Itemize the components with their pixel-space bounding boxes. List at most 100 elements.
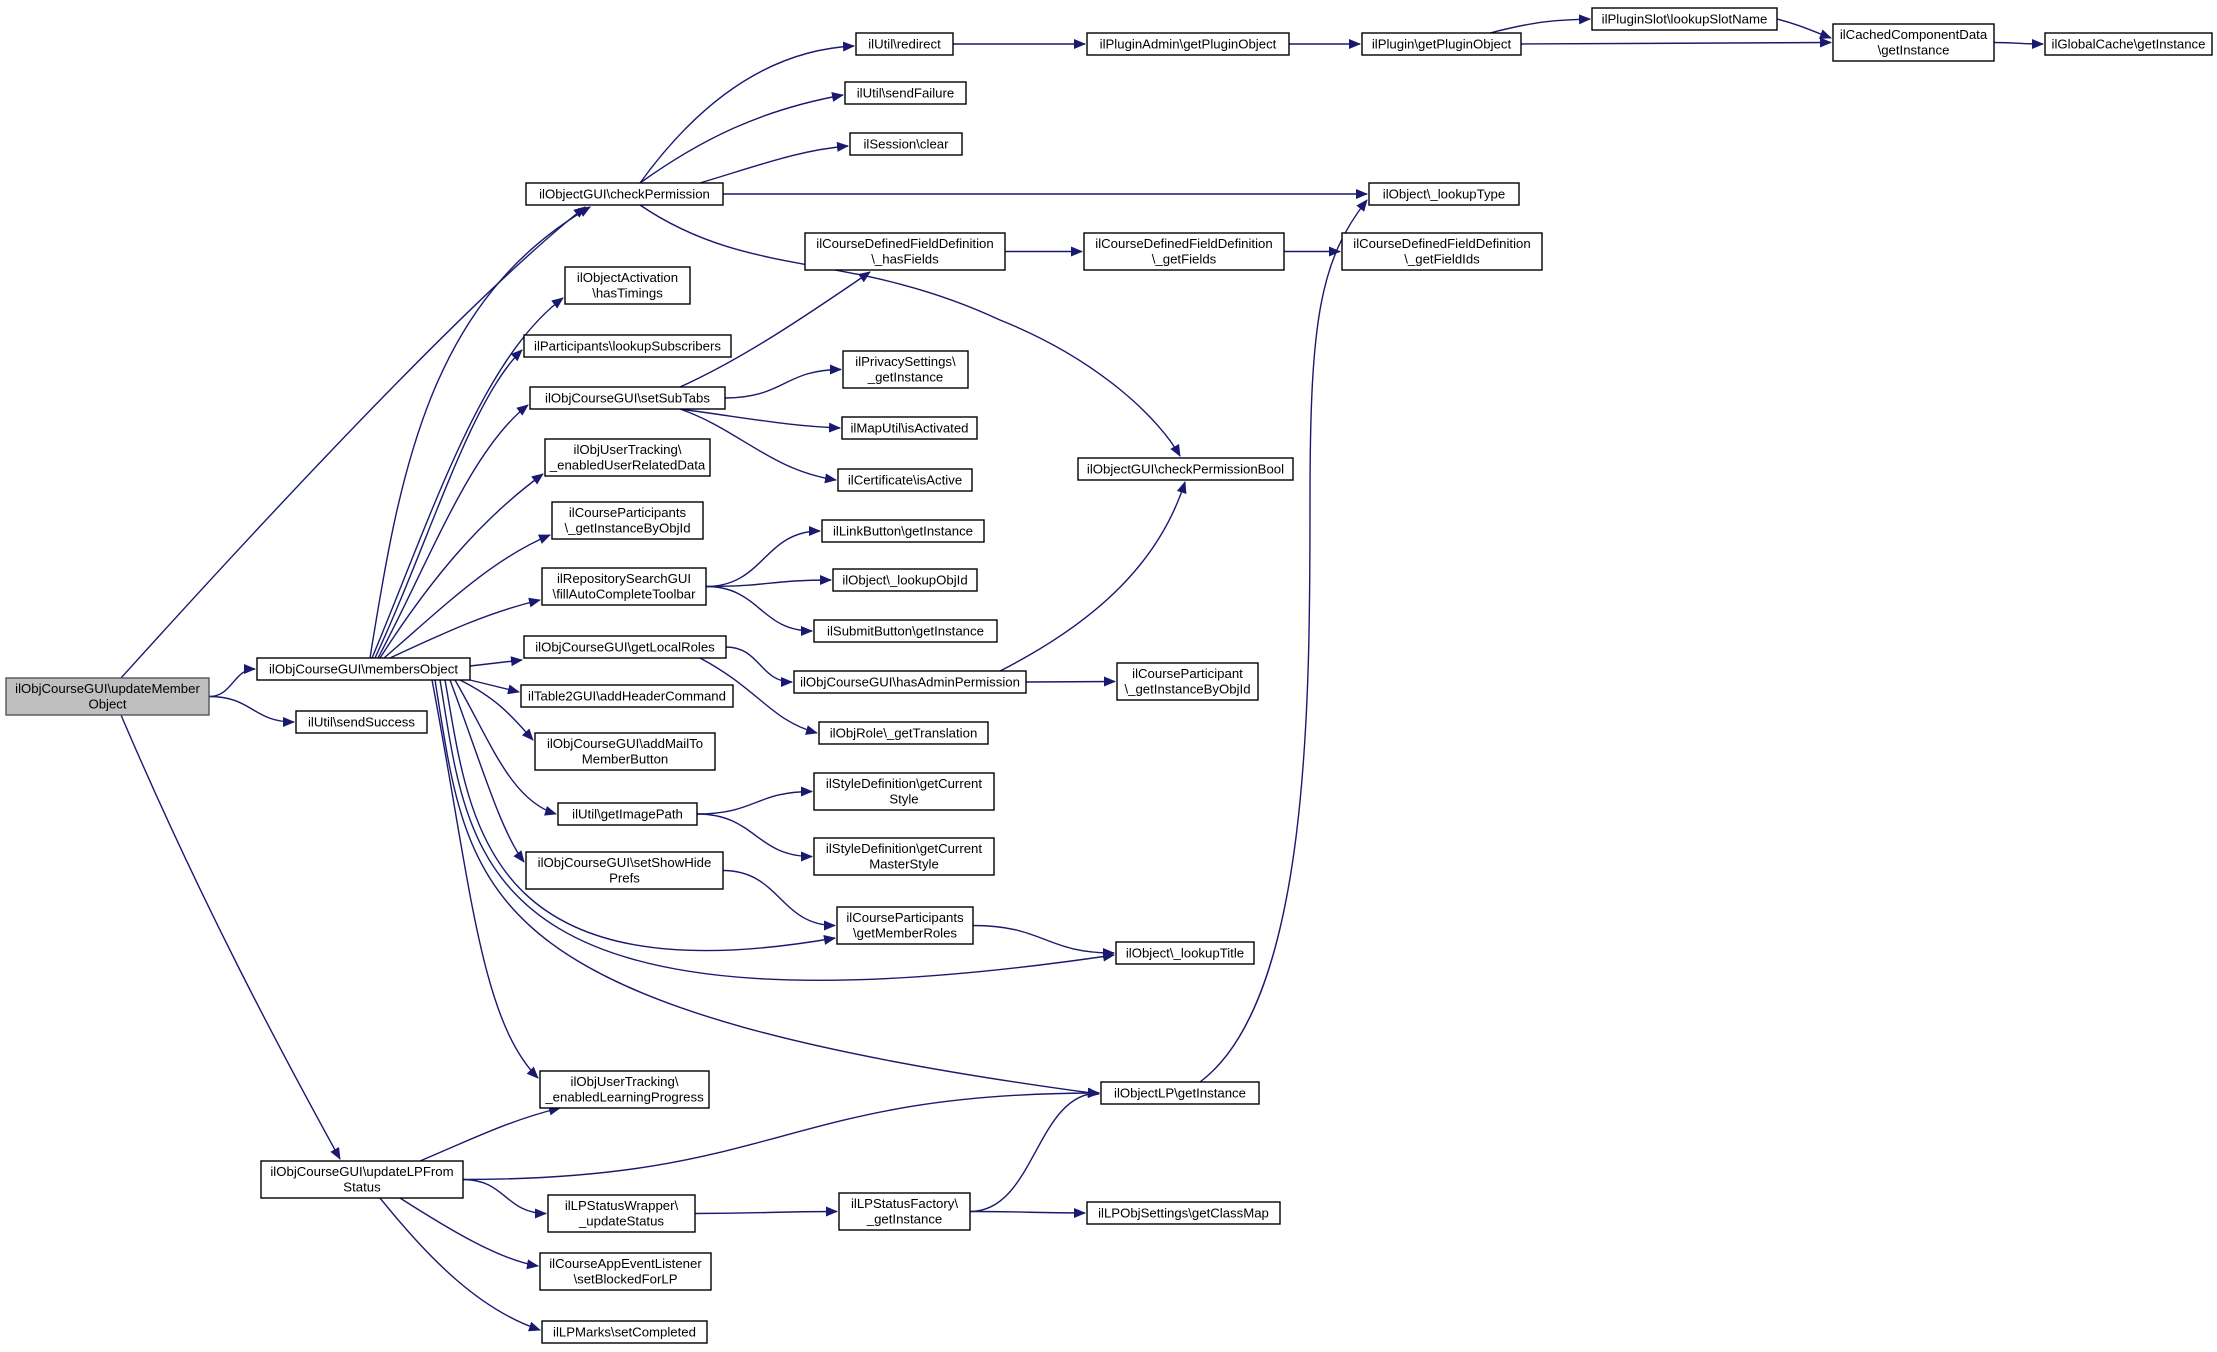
node-box — [529, 386, 726, 410]
node-send-success[interactable]: ilUtil\sendSuccess — [295, 710, 428, 734]
edge-set-show-hide-to-get-member-roles — [722, 869, 836, 931]
node-global-cache[interactable]: ilGlobalCache\getInstance — [2044, 32, 2213, 56]
node-label: _enabledLearningProgress — [544, 1090, 704, 1105]
node-label: _updateStatus — [578, 1214, 664, 1229]
node-label: ilSession\clear — [863, 136, 949, 151]
edge-update-lp-to-enabled-learning-progress — [419, 1105, 561, 1162]
node-label: ilObjCourseGUI\updateLPFrom — [270, 1164, 453, 1179]
node-set-completed[interactable]: ilLPMarks\setCompleted — [541, 1320, 708, 1344]
node-box — [855, 32, 954, 56]
node-plugin-get-obj[interactable]: ilPlugin\getPluginObject — [1361, 32, 1522, 56]
node-redirect[interactable]: ilUtil\redirect — [855, 32, 954, 56]
node-label: \setBlockedForLP — [573, 1272, 677, 1287]
node-box — [1077, 457, 1294, 481]
node-get-field-ids[interactable]: ilCourseDefinedFieldDefinition\_getField… — [1341, 232, 1543, 271]
node-has-admin-permission[interactable]: ilObjCourseGUI\hasAdminPermission — [793, 670, 1027, 694]
node-box — [2044, 32, 2213, 56]
node-lookup-obj-id[interactable]: ilObject\_lookupObjId — [832, 568, 978, 592]
node-object-lp[interactable]: ilObjectLP\getInstance — [1100, 1081, 1260, 1105]
node-box — [813, 837, 995, 876]
node-box — [837, 468, 973, 492]
node-get-member-roles[interactable]: ilCourseParticipants\getMemberRoles — [836, 906, 974, 945]
node-privacy-get-instance[interactable]: ilPrivacySettings\_getInstance — [842, 350, 969, 389]
node-fill-auto-complete[interactable]: ilRepositorySearchGUI\fillAutoCompleteTo… — [541, 567, 707, 606]
node-box — [844, 81, 967, 105]
node-get-translation[interactable]: ilObjRole\_getTranslation — [818, 721, 989, 745]
node-label: \_getInstanceByObjId — [1124, 682, 1250, 697]
node-label: \getInstance — [1878, 43, 1950, 58]
node-update-status[interactable]: ilLPStatusWrapper\_updateStatus — [547, 1194, 696, 1233]
node-label: ilPluginAdmin\getPluginObject — [1100, 36, 1277, 51]
node-label: ilStyleDefinition\getCurrent — [826, 776, 982, 791]
node-add-header-command[interactable]: ilTable2GUI\addHeaderCommand — [520, 684, 734, 708]
node-members-object[interactable]: ilObjCourseGUI\membersObject — [256, 657, 471, 681]
node-label: ilLPStatusWrapper\ — [565, 1198, 679, 1213]
node-link-button[interactable]: ilLinkButton\getInstance — [821, 519, 985, 543]
node-send-failure[interactable]: ilUtil\sendFailure — [844, 81, 967, 105]
edge-members-object-to-lookup-title — [439, 679, 1115, 982]
node-cert-is-active[interactable]: ilCertificate\isActive — [837, 468, 973, 492]
node-box — [804, 232, 1006, 271]
node-get-local-roles[interactable]: ilObjCourseGUI\getLocalRoles — [523, 635, 727, 659]
edge-plugin-get-obj-to-lookup-slot-name — [1489, 14, 1591, 34]
node-get-image-path[interactable]: ilUtil\getImagePath — [557, 802, 698, 826]
node-box — [1086, 1201, 1281, 1225]
node-label: ilObjCourseGUI\hasAdminPermission — [800, 674, 1020, 689]
edge-members-object-to-add-header-command — [469, 679, 520, 695]
node-lp-status-factory[interactable]: ilLPStatusFactory\_getInstance — [838, 1192, 971, 1231]
node-cached-component[interactable]: ilCachedComponentData\getInstance — [1832, 23, 1995, 62]
node-check-permission-bool[interactable]: ilObjectGUI\checkPermissionBool — [1077, 457, 1294, 481]
node-map-is-activated[interactable]: ilMapUtil\isActivated — [841, 416, 978, 440]
node-lookup-title[interactable]: ilObject\_lookupTitle — [1115, 941, 1255, 965]
node-box — [539, 1252, 712, 1291]
node-box — [1083, 232, 1285, 271]
node-set-blocked-for-lp[interactable]: ilCourseAppEventListener\setBlockedForLP — [539, 1252, 712, 1291]
node-course-part-instance[interactable]: ilCourseParticipant\_getInstanceByObjId — [1116, 662, 1259, 701]
edge-get-local-roles-to-has-admin-permission — [725, 646, 793, 687]
edge-members-object-to-enabled-learning-progress — [431, 679, 539, 1079]
node-cp-get-instance-by-obj-id[interactable]: ilCourseParticipants\_getInstanceByObjId — [551, 501, 704, 540]
node-enabled-learning-progress[interactable]: ilObjUserTracking\_enabledLearningProgre… — [539, 1070, 710, 1109]
node-lookup-subscribers[interactable]: ilParticipants\lookupSubscribers — [523, 334, 732, 358]
edge-update-lp-to-set-completed — [379, 1197, 541, 1332]
node-submit-button[interactable]: ilSubmitButton\getInstance — [813, 619, 998, 643]
node-check-permission[interactable]: ilObjectGUI\checkPermission — [525, 182, 724, 206]
node-lookup-slot-name[interactable]: ilPluginSlot\lookupSlotName — [1591, 7, 1778, 31]
edge-members-object-to-check-permission — [369, 206, 591, 659]
edge-members-object-to-add-mail-to — [459, 679, 534, 741]
node-has-timings[interactable]: ilObjectActivation\hasTimings — [564, 266, 691, 305]
node-label: ilCertificate\isActive — [848, 472, 962, 487]
node-label: ilObjCourseGUI\membersObject — [269, 661, 458, 676]
node-box — [523, 635, 727, 659]
node-get-class-map[interactable]: ilLPObjSettings\getClassMap — [1086, 1201, 1281, 1225]
node-label: \fillAutoCompleteToolbar — [553, 587, 697, 602]
edge-cached-component-to-global-cache — [1993, 38, 2044, 49]
node-label: ilCourseParticipant — [1132, 666, 1243, 681]
node-plugin-admin[interactable]: ilPluginAdmin\getPluginObject — [1086, 32, 1290, 56]
node-label: ilObjectGUI\checkPermissionBool — [1087, 461, 1284, 476]
node-enabled-user-related-data[interactable]: ilObjUserTracking\_enabledUserRelatedDat… — [544, 438, 711, 477]
node-label: ilObjCourseGUI\setSubTabs — [545, 390, 710, 405]
edge-check-permission-to-session-clear — [699, 141, 849, 184]
node-label: ilObjCourseGUI\updateMember — [15, 681, 200, 696]
node-label: ilSubmitButton\getInstance — [827, 623, 984, 638]
node-lookup-type[interactable]: ilObject\_lookupType — [1368, 182, 1520, 206]
node-get-fields[interactable]: ilCourseDefinedFieldDefinition\_getField… — [1083, 232, 1285, 271]
node-session-clear[interactable]: ilSession\clear — [849, 132, 963, 156]
node-set-sub-tabs[interactable]: ilObjCourseGUI\setSubTabs — [529, 386, 726, 410]
edge-members-object-to-cp-get-instance-by-obj-id — [383, 534, 551, 659]
edge-root-to-update-lp — [120, 714, 341, 1160]
node-box — [541, 1320, 708, 1344]
node-label: ilObject\_lookupTitle — [1126, 945, 1244, 960]
node-label: ilRepositorySearchGUI — [557, 571, 691, 586]
node-has-fields[interactable]: ilCourseDefinedFieldDefinition\_hasField… — [804, 232, 1006, 271]
node-box — [1832, 23, 1995, 62]
edge-check-permission-to-check-permission-bool — [639, 204, 1181, 457]
node-box — [842, 350, 969, 389]
